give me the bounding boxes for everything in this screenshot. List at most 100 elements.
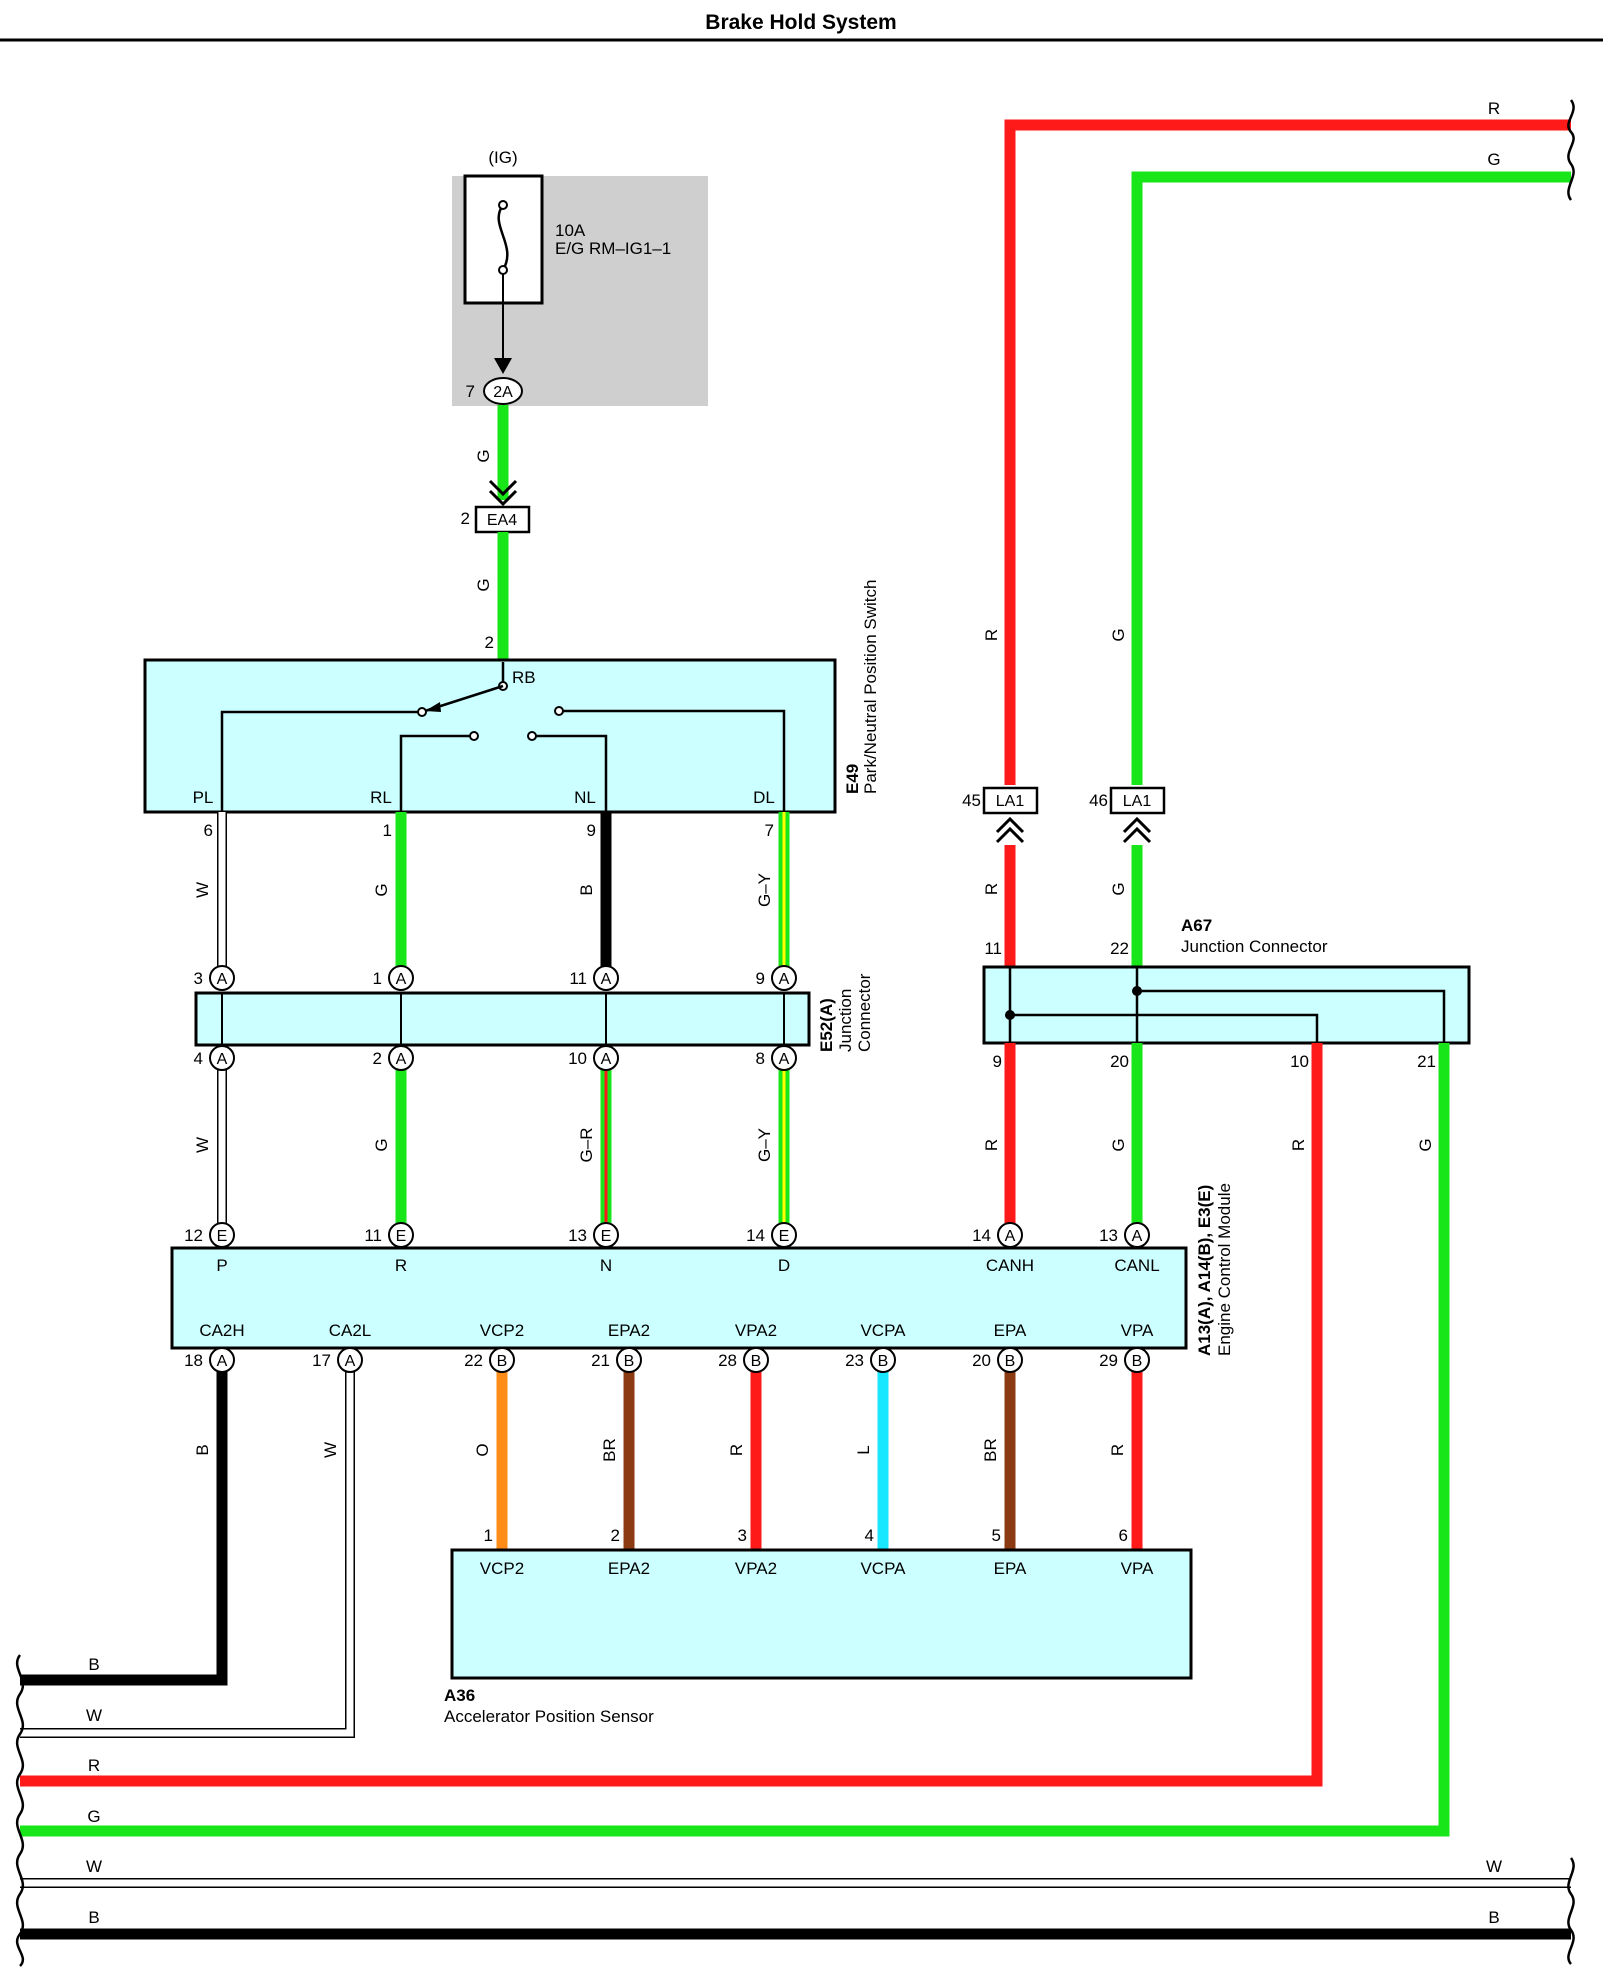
- a67-junction-connector: 11 22 A67 Junction Connector 9 20 10 21: [982, 916, 1471, 1071]
- fuse-rating: 10A: [555, 221, 586, 240]
- a67-bottom-pin-2: 20: [1110, 1052, 1129, 1071]
- e49-pin-nl: 9: [587, 821, 596, 840]
- ecm-top-label-4: D: [778, 1256, 790, 1275]
- ecm-bottom-pin-6: 23: [845, 1351, 864, 1370]
- e52-box: [194, 991, 811, 1047]
- e52-bottom-pin-circle-2: [388, 1045, 414, 1071]
- ecm-bottom-terminal: VCPA B 23 L: [845, 1321, 906, 1455]
- ecm-bottom-label-2: CA2L: [329, 1321, 372, 1340]
- ecm-top-label-5: CANH: [986, 1256, 1034, 1275]
- ecm-top-pin-6: 13: [1099, 1226, 1118, 1245]
- a36-label-1: VCP2: [480, 1559, 524, 1578]
- a36-label-3: VPA2: [735, 1559, 777, 1578]
- e49-term-nl: NL: [574, 788, 596, 807]
- a67-top-pin-1: 11: [984, 939, 1002, 958]
- ecm-bottom-letter-5: B: [751, 1353, 762, 1370]
- a36-name: Accelerator Position Sensor: [444, 1707, 654, 1726]
- e49-pin-rl: 1: [383, 821, 392, 840]
- ecm-top-terminal: A 14 CANH: [972, 1222, 1034, 1275]
- wire-w-ca2l: [20, 1360, 354, 1737]
- wire-label-nl: B: [577, 884, 596, 895]
- bus-label-left-1: B: [88, 1655, 99, 1674]
- ecm-bottom-wire-4: BR: [600, 1438, 619, 1462]
- ecm-top-pin-2: 11: [364, 1226, 382, 1245]
- e52-top-pin-circle-2: [388, 965, 414, 991]
- ecm-bottom-terminal: VPA B 29 R: [1099, 1321, 1154, 1456]
- ecm-bottom-pin-circle-3: [489, 1347, 515, 1373]
- ecm-bottom-label-7: EPA: [994, 1321, 1027, 1340]
- e49-input-label: RB: [512, 668, 536, 687]
- e49-pl-path: [220, 710, 418, 812]
- ecm-bottom-wire-7: BR: [981, 1438, 1000, 1462]
- a36-pin-6: 6: [1119, 1526, 1128, 1545]
- ecm-bottom-wire-5: R: [727, 1444, 746, 1456]
- fuse-block: (IG) 10A E/G RM–IG1–1 7 2A: [452, 148, 708, 406]
- bottom-bus: B W R G W B W B: [15, 1654, 1575, 1967]
- ecm-bottom-wire-3: O: [473, 1443, 492, 1456]
- e52-top-pin-4: 9: [756, 969, 765, 988]
- contact-nl: [527, 731, 537, 741]
- e49-nl-path: [536, 734, 608, 812]
- ecm-bottom-terminal: EPA2 B 21 BR: [591, 1321, 650, 1462]
- wire-label-a67-4: G: [1416, 1138, 1435, 1151]
- la1-g-code: LA1: [1123, 793, 1152, 810]
- wire-break-icon: [1567, 1857, 1575, 1965]
- ecm-top-pin-circle-6: [1124, 1222, 1150, 1248]
- wire-label-ea4-e49: G: [474, 578, 493, 591]
- ecm-bottom-pin-7: 20: [972, 1351, 991, 1370]
- ecm-bottom-pin-circle-4: [616, 1347, 642, 1373]
- a36-label-6: VPA: [1121, 1559, 1154, 1578]
- fuse-end-top: [498, 200, 508, 210]
- e49-code: E49: [843, 764, 862, 794]
- ecm-bottom-terminal: VCP2 B 22 O: [464, 1321, 524, 1457]
- ecm-bottom-pin-circle-6: [870, 1347, 896, 1373]
- e52-code: E52(A): [817, 998, 836, 1052]
- fuse-connector-code: 2A: [493, 384, 513, 401]
- ecm-top-pin-circle-3: [593, 1222, 619, 1248]
- ecm-bottom-terminals: CA2H A 18 B CA2L A 17 W VCP2 B 22 O EPA2…: [184, 1321, 1154, 1462]
- e49-pin-dl: 7: [765, 821, 774, 840]
- a36-pin-2: 2: [611, 1526, 620, 1545]
- wires-e52-to-ecm: [217, 1058, 790, 1235]
- e52-bottom-pin-1: 4: [194, 1049, 203, 1068]
- wire-r-bus: [20, 1043, 1323, 1787]
- e49-park-neutral-switch: RB PL RL NL DL E49 Park/Neutral Position…: [143, 580, 880, 814]
- ecm-top-pin-5: 14: [972, 1226, 991, 1245]
- wire-label-a67-3: R: [1289, 1139, 1308, 1151]
- e52-top-letter-2: A: [396, 971, 407, 988]
- e52-top-pin-1: 3: [194, 969, 203, 988]
- top-right-feeds: R G R G: [982, 99, 1575, 785]
- ecm-bottom-label-3: VCP2: [480, 1321, 524, 1340]
- wire-label-top-r: R: [982, 629, 1001, 641]
- wire-r-top: [1004, 119, 1571, 785]
- e52-bottom-pin-3: 10: [568, 1049, 587, 1068]
- wire-break-icon: [1567, 99, 1575, 201]
- e52-bottom-letter-2: A: [396, 1051, 407, 1068]
- chevron-up-icon: [1122, 816, 1152, 844]
- ecm-top-letter-3: E: [601, 1228, 612, 1245]
- wire-label-rl: G: [372, 883, 391, 896]
- ecm-bottom-label-4: EPA2: [608, 1321, 650, 1340]
- wire-b-ca2h: [20, 1360, 228, 1686]
- bus-label-right-2: B: [1488, 1908, 1499, 1927]
- top-wire-label-g: G: [1487, 150, 1500, 169]
- top-wire-label-r: R: [1488, 99, 1500, 118]
- bus-label-left-3: R: [88, 1756, 100, 1775]
- a67-internal-g-branch: [1137, 989, 1446, 1043]
- ecm-top-pin-circle-5: [997, 1222, 1023, 1248]
- wire-g-top: [1131, 171, 1571, 785]
- ecm-top-terminal: E 13 N: [568, 1222, 619, 1275]
- ecm-bottom-terminal: VPA2 B 28 R: [718, 1321, 777, 1456]
- e52-name-line1: Junction: [836, 989, 855, 1052]
- e52-bottom-letter-1: A: [217, 1051, 228, 1068]
- a36-label-5: EPA: [994, 1559, 1027, 1578]
- bus-label-left-4: G: [87, 1807, 100, 1826]
- ecm-bottom-pin-8: 29: [1099, 1351, 1118, 1370]
- wires-e49-to-e52: [217, 812, 790, 978]
- e49-pin-pl: 6: [204, 821, 213, 840]
- ecm-top-terminal: E 12 P: [184, 1222, 235, 1275]
- wire-label-top-g: G: [1109, 628, 1128, 641]
- e52-bottom-pin-2: 2: [373, 1049, 382, 1068]
- fuse-connector-oval: [483, 377, 523, 405]
